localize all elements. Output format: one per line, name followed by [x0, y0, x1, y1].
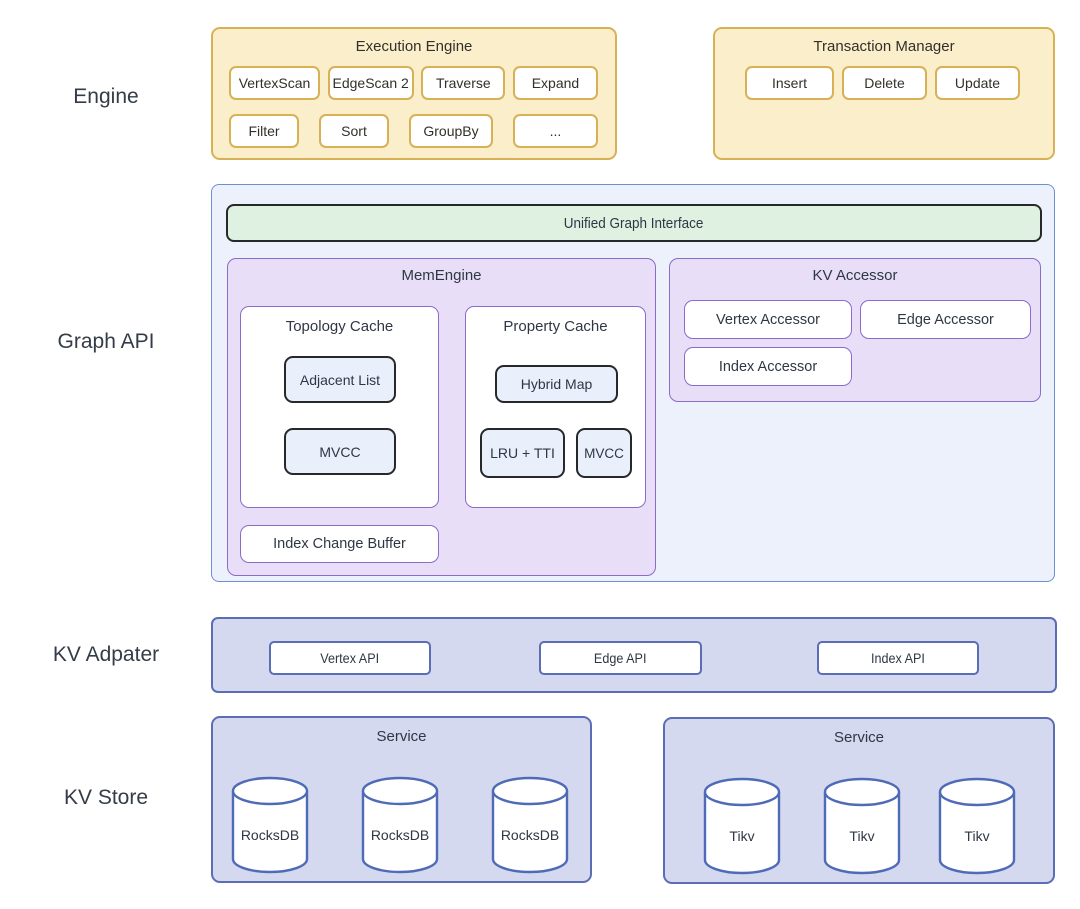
txn-chip-insert: Insert — [745, 66, 834, 100]
vertex-api-box: Vertex API — [269, 641, 431, 675]
operator-chip-traverse: Traverse — [421, 66, 506, 100]
kv-adapter-band: Vertex API Edge API Index API — [211, 617, 1057, 693]
database-cylinder-icon — [703, 777, 781, 875]
unified-graph-interface-bar: Unified Graph Interface — [226, 204, 1042, 242]
execution-engine-title: Execution Engine — [355, 38, 473, 55]
operator-chip-filter: Filter — [229, 114, 299, 148]
txn-chip-update: Update — [935, 66, 1020, 100]
database-cylinder-icon — [361, 776, 439, 874]
unified-graph-interface-label: Unified Graph Interface — [564, 214, 704, 232]
topology-cache-panel: Topology Cache Adjacent List MVCC — [240, 306, 439, 508]
topology-cache-title: Topology Cache — [285, 318, 394, 335]
vertex-api-label: Vertex API — [320, 650, 380, 666]
row-label-kv-store: KV Store — [63, 786, 149, 809]
rocksdb-label: RocksDB — [370, 827, 430, 843]
rocksdb-cylinder-2: RocksDB — [360, 775, 440, 875]
tikv-cylinder-2: Tikv — [822, 776, 902, 876]
service-rocksdb-panel: Service RocksDB RocksDB RocksDB — [211, 716, 592, 883]
kv-accessor-title: KV Accessor — [812, 267, 898, 284]
row-label-kv-adapter: KV Adpater — [52, 643, 160, 666]
kv-accessor-panel: KV Accessor Vertex Accessor Edge Accesso… — [669, 258, 1041, 402]
lru-tti-box: LRU + TTI — [480, 428, 565, 478]
execution-engine-panel: Execution Engine VertexScan EdgeScan 2 T… — [211, 27, 617, 160]
database-cylinder-icon — [823, 777, 901, 875]
transaction-manager-title: Transaction Manager — [813, 38, 955, 55]
database-cylinder-icon — [231, 776, 309, 874]
topology-mvcc-box: MVCC — [284, 428, 396, 475]
operator-chip-more: ... — [513, 114, 598, 148]
execution-engine-row1: VertexScan EdgeScan 2 Traverse Expand — [229, 66, 598, 100]
property-cache-title: Property Cache — [503, 318, 608, 335]
rocksdb-label: RocksDB — [240, 827, 300, 843]
operator-chip-vertexscan: VertexScan — [229, 66, 320, 100]
rocksdb-cylinder-3: RocksDB — [490, 775, 570, 875]
edge-api-label: Edge API — [594, 650, 647, 666]
database-cylinder-icon — [491, 776, 569, 874]
service-rocksdb-title: Service — [376, 728, 427, 745]
graph-api-panel: Unified Graph Interface MemEngine Topolo… — [211, 184, 1055, 582]
operator-chip-groupby: GroupBy — [409, 114, 493, 148]
row-label-graph-api: Graph API — [57, 330, 155, 353]
edge-api-box: Edge API — [539, 641, 702, 675]
transaction-manager-panel: Transaction Manager Insert Delete Update — [713, 27, 1055, 160]
rocksdb-cylinder-1: RocksDB — [230, 775, 310, 875]
mem-engine-panel: MemEngine Topology Cache Adjacent List M… — [227, 258, 656, 576]
transaction-manager-row: Insert Delete Update — [745, 66, 1020, 100]
rocksdb-label: RocksDB — [500, 827, 560, 843]
tikv-cylinder-3: Tikv — [937, 776, 1017, 876]
mem-engine-title: MemEngine — [401, 267, 482, 284]
execution-engine-row2: Filter Sort GroupBy ... — [229, 114, 598, 148]
operator-chip-edgescan2: EdgeScan 2 — [327, 66, 414, 100]
index-accessor-box: Index Accessor — [684, 347, 852, 386]
property-cache-panel: Property Cache Hybrid Map LRU + TTI MVCC — [465, 306, 646, 508]
row-label-engine: Engine — [73, 85, 139, 108]
index-api-label: Index API — [871, 650, 925, 666]
tikv-label: Tikv — [964, 828, 990, 844]
operator-chip-expand: Expand — [512, 66, 598, 100]
property-mvcc-box: MVCC — [576, 428, 632, 478]
txn-chip-delete: Delete — [842, 66, 927, 100]
tikv-cylinder-1: Tikv — [702, 776, 782, 876]
edge-accessor-box: Edge Accessor — [860, 300, 1031, 339]
index-api-box: Index API — [817, 641, 979, 675]
index-change-buffer-box: Index Change Buffer — [240, 525, 439, 563]
vertex-accessor-box: Vertex Accessor — [684, 300, 852, 339]
hybrid-map-box: Hybrid Map — [495, 365, 618, 403]
service-tikv-panel: Service Tikv Tikv Tikv — [663, 717, 1055, 884]
operator-chip-sort: Sort — [319, 114, 389, 148]
adjacent-list-box: Adjacent List — [284, 356, 396, 403]
tikv-label: Tikv — [849, 828, 875, 844]
tikv-label: Tikv — [729, 828, 755, 844]
database-cylinder-icon — [938, 777, 1016, 875]
service-tikv-title: Service — [833, 729, 885, 746]
